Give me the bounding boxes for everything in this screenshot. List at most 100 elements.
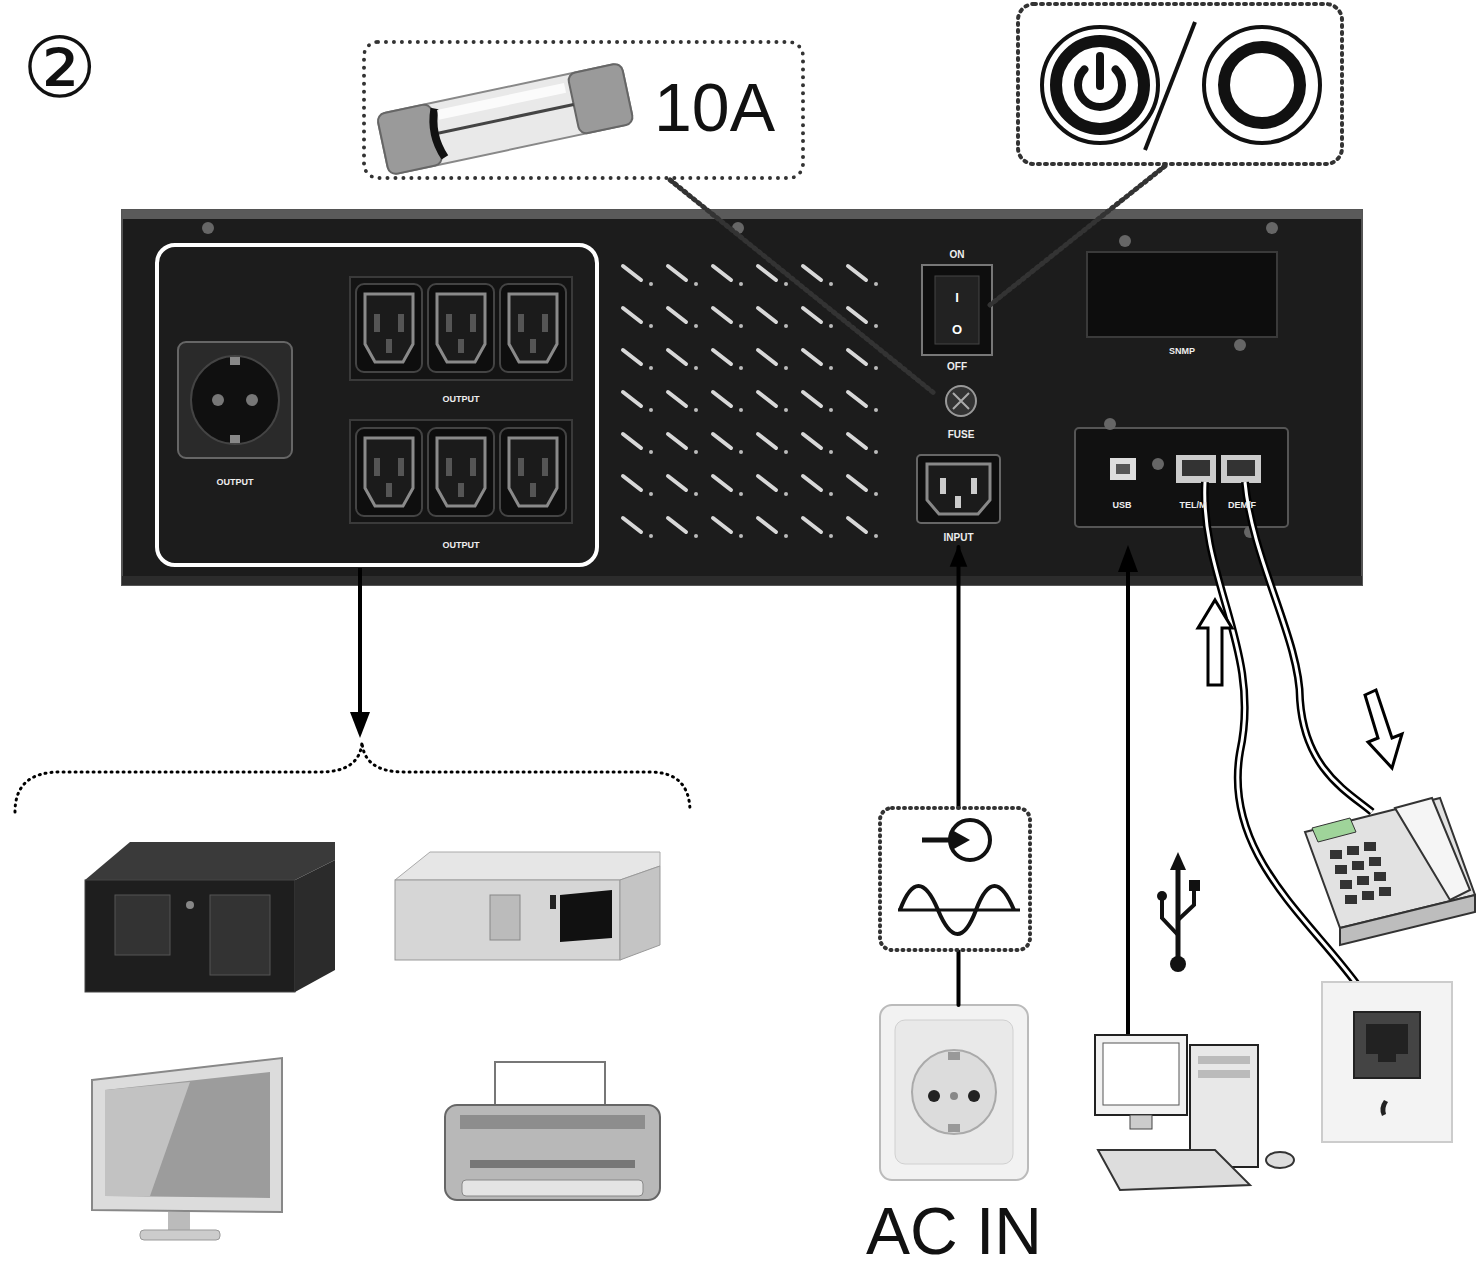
node-label: ON xyxy=(912,249,1002,260)
fuse-holder xyxy=(953,393,969,409)
telephone-illustration xyxy=(1395,798,1470,900)
rack-server-illustration xyxy=(395,852,660,880)
input-socket xyxy=(917,455,1000,523)
wall-outlet-illustration xyxy=(928,1090,940,1102)
rack-server-illustration xyxy=(115,895,170,955)
iec-output-group xyxy=(350,277,572,380)
usb-symbol xyxy=(1170,956,1186,972)
node-label: OFF xyxy=(912,361,1002,372)
monitor-illustration xyxy=(168,1212,190,1232)
leader-line xyxy=(670,180,936,395)
input-socket xyxy=(927,464,990,514)
printer-illustration xyxy=(445,1105,660,1200)
computer-illustration xyxy=(1198,1056,1250,1064)
usb-symbol xyxy=(1170,852,1186,870)
output-socket-group: OUTPUT xyxy=(350,277,572,409)
usb-link xyxy=(1126,560,1130,1052)
phone-cable xyxy=(1205,482,1386,1040)
output-socket-group: OUTPUT xyxy=(350,420,572,554)
ac-input-symbol xyxy=(950,820,990,860)
node-label: DEM/F xyxy=(1214,501,1270,511)
rack-server-illustration xyxy=(620,866,660,960)
wall-jack-illustration xyxy=(1322,982,1452,1142)
iec-output-group xyxy=(356,284,422,372)
snmp-slot xyxy=(1087,235,1277,351)
telephone-illustration xyxy=(1369,857,1381,866)
usb-symbol xyxy=(1157,852,1200,972)
comm-panel xyxy=(1176,455,1216,483)
power-symbol-callout xyxy=(1042,27,1158,143)
telephone-illustration xyxy=(1335,865,1347,874)
node-label: 10A xyxy=(654,70,804,145)
node-label: USB xyxy=(1100,501,1144,511)
computer-illustration xyxy=(1190,1045,1258,1167)
comm-panel xyxy=(1075,418,1288,538)
wall-jack-illustration xyxy=(1322,982,1452,1142)
input-socket xyxy=(917,455,1000,523)
power-symbol-callout xyxy=(1056,41,1144,129)
telephone-illustration xyxy=(1362,891,1374,900)
ups-panel xyxy=(122,210,1362,585)
iec-output-group xyxy=(428,428,494,516)
fuse-illustration xyxy=(376,63,633,176)
telephone-illustration xyxy=(1312,818,1356,842)
rack-server-illustration xyxy=(85,842,335,880)
ups-panel xyxy=(122,576,1362,585)
tel-port: TEL/M xyxy=(1166,455,1220,513)
comm-panel xyxy=(1152,458,1164,470)
schuko-outlet xyxy=(230,357,240,365)
wall-jack-illustration xyxy=(1378,1054,1396,1062)
output-arrow xyxy=(350,568,370,738)
telephone-illustration xyxy=(1352,861,1364,870)
node-label: AC IN xyxy=(814,1195,1094,1268)
snmp-slot: SNMP xyxy=(1087,252,1277,360)
snmp-slot xyxy=(1087,252,1277,337)
node-label: FUSE xyxy=(936,429,986,440)
computer-illustration xyxy=(1098,1150,1250,1190)
node-label: OUTPUT xyxy=(178,478,292,488)
input-socket xyxy=(955,496,961,508)
telephone-illustration xyxy=(1345,895,1357,904)
callout-number: ② xyxy=(22,22,132,114)
schuko-outlet xyxy=(178,342,292,458)
comm-panel xyxy=(1104,418,1116,430)
ac-wall-outlet: AC IN xyxy=(880,1005,1028,1180)
schuko-outlet xyxy=(230,435,240,443)
telephone-illustration xyxy=(1364,842,1376,851)
usb-link xyxy=(1118,545,1138,1052)
schuko-outlet xyxy=(212,394,224,406)
iec-output-group xyxy=(500,428,566,516)
telephone-illustration xyxy=(1357,876,1369,885)
power-symbol-callout xyxy=(1018,4,1342,164)
input-socket xyxy=(971,478,977,494)
telephone-illustration xyxy=(1340,895,1475,945)
fuse-holder xyxy=(946,386,976,416)
fuse-holder: FUSE xyxy=(936,385,986,445)
phone-cable xyxy=(1205,482,1386,1040)
phone-cable xyxy=(1245,482,1372,812)
monitor-illustration xyxy=(92,1058,282,1240)
input-socket: INPUT xyxy=(912,455,1005,547)
power-symbol-callout xyxy=(1018,4,1342,164)
printer-illustration xyxy=(445,1062,660,1200)
computer-illustration xyxy=(1130,1115,1152,1129)
schuko-outlet xyxy=(246,394,258,406)
comm-panel xyxy=(1182,460,1210,476)
output-group-frame xyxy=(157,245,597,565)
node-label: TEL/M xyxy=(1166,501,1220,511)
telephone-illustration xyxy=(1379,887,1391,896)
input-socket xyxy=(940,478,946,494)
wall-outlet-illustration xyxy=(948,1124,960,1132)
telephone-illustration xyxy=(1347,846,1359,855)
fuse-illustration xyxy=(376,63,633,176)
leader-line xyxy=(990,166,1165,305)
telephone-illustration xyxy=(1330,842,1391,904)
snmp-slot xyxy=(1234,339,1246,351)
rack-server-illustration xyxy=(550,895,556,909)
wall-outlet-illustration xyxy=(968,1090,980,1102)
schuko-outlet xyxy=(191,356,279,444)
rack-server-illustration xyxy=(85,842,335,992)
